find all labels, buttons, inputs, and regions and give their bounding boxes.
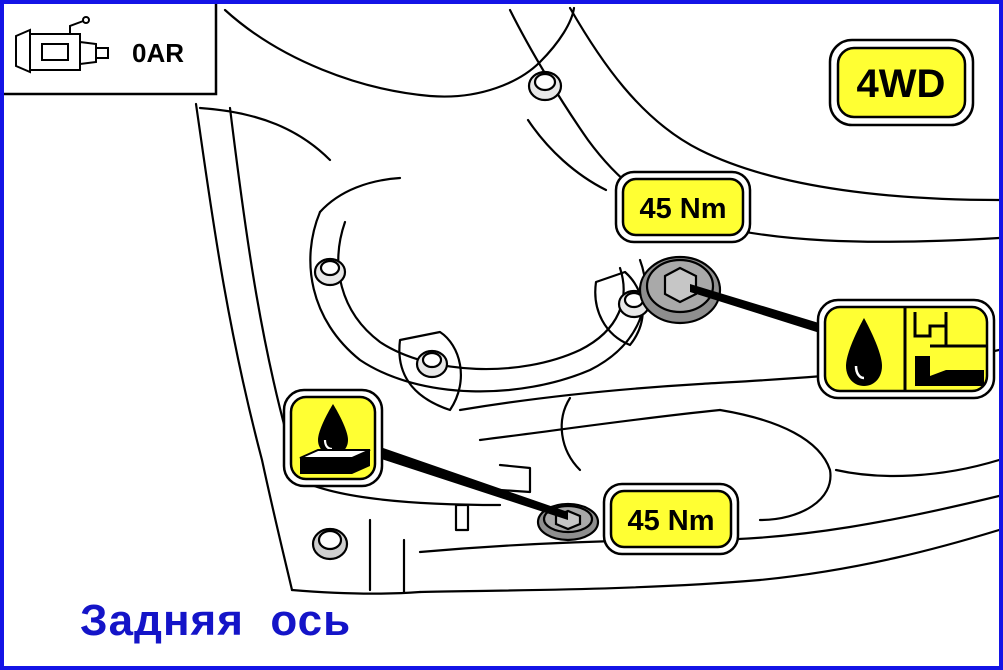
torque-label-drain: 45 Nm	[602, 482, 740, 556]
torque-label-filler: 45 Nm	[614, 170, 752, 244]
torque-value-drain: 45 Nm	[627, 505, 714, 537]
drain-leader	[360, 440, 568, 520]
filler-plug	[638, 255, 722, 325]
leader-lines	[360, 284, 842, 520]
oil-fill-level-icon	[816, 298, 996, 400]
gearbox-icon	[15, 16, 109, 74]
torque-value-filler: 45 Nm	[639, 193, 726, 225]
gearbox-code-box: 0AR	[4, 4, 218, 96]
diagram-caption: Задняя ось	[80, 596, 352, 645]
bolt-head-top	[527, 70, 563, 102]
bolt-head-left	[313, 257, 347, 287]
bolt-head-bottom	[311, 527, 349, 561]
filler-leader	[690, 284, 842, 340]
housing-bolts	[311, 70, 651, 561]
rear-axle-drawing: 0AR 4WD 45 Nm 45 Nm	[4, 4, 999, 595]
drive-badge: 4WD	[828, 38, 975, 127]
bolt-head-mid	[415, 349, 449, 379]
oil-drain-icon	[282, 388, 384, 488]
gearbox-code-label: 0AR	[132, 38, 184, 68]
drive-badge-label: 4WD	[857, 62, 946, 106]
